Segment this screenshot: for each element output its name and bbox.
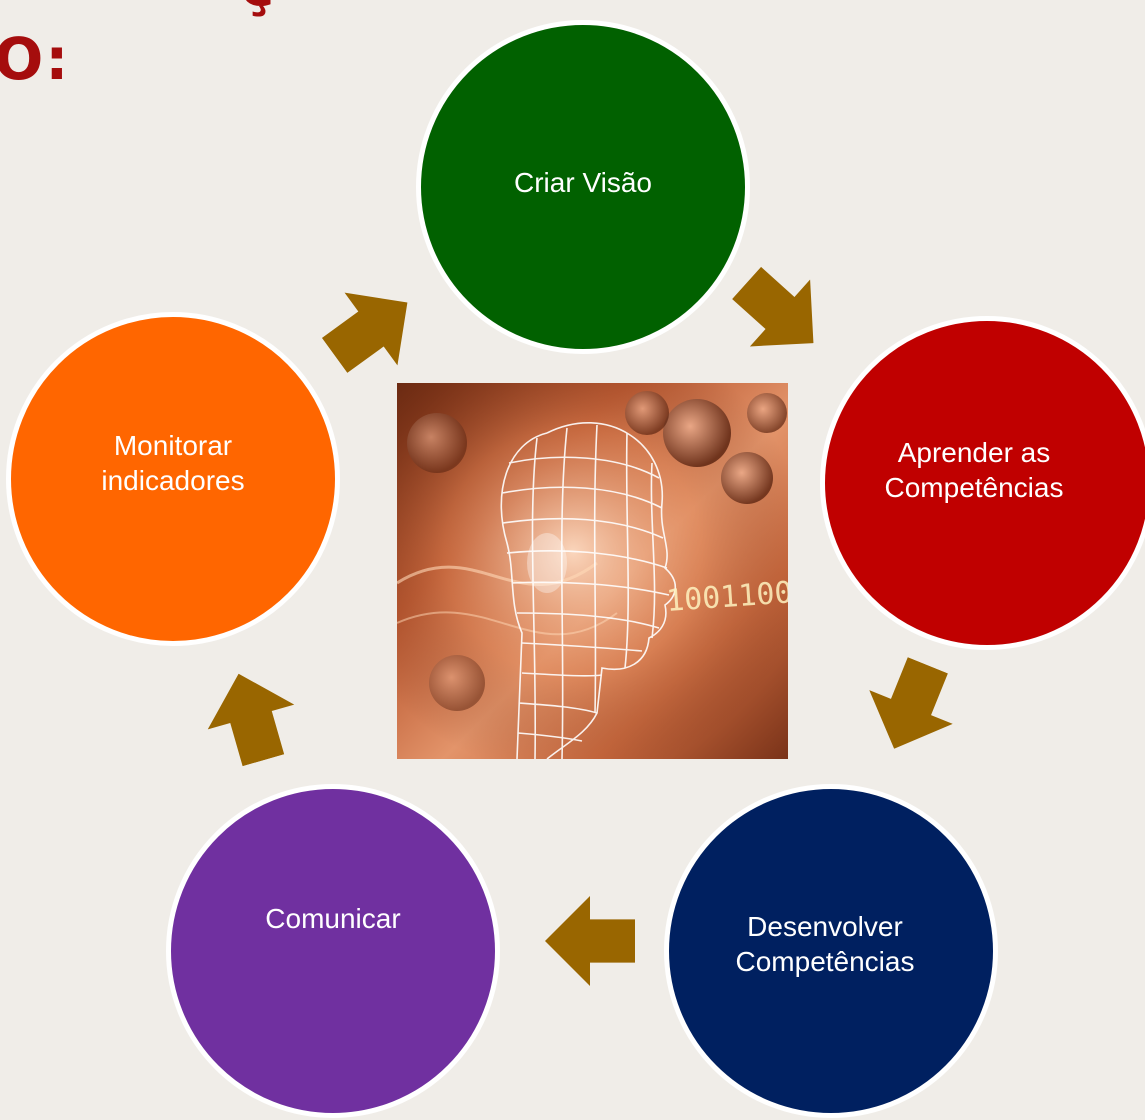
arrow-icon-aprender-to-desenvolver bbox=[852, 648, 969, 765]
step-label: Criar Visão bbox=[514, 166, 652, 198]
slide-title-fragment: O: bbox=[0, 25, 71, 93]
arrow-icon-monitorar-to-criar bbox=[308, 266, 434, 392]
arrow-icon-criar-to-aprender bbox=[716, 249, 843, 376]
step-comunicar: Comunicar bbox=[166, 784, 500, 1118]
arrow-icon-comunicar-to-monitorar bbox=[195, 661, 306, 772]
step-label: Aprender as Competências bbox=[884, 437, 1064, 503]
step-label: Desenvolver Competências bbox=[735, 911, 915, 977]
wireframe-head-image: 1001100110 bbox=[397, 383, 788, 759]
step-monitorar-indicadores: Monitorar indicadores bbox=[6, 312, 340, 646]
arrow-icon-desenvolver-to-comunicar bbox=[545, 896, 635, 986]
step-criar-visao: Criar Visão bbox=[416, 20, 750, 354]
title-accent: ç bbox=[240, 0, 274, 14]
step-label: Monitorar indicadores bbox=[101, 430, 245, 496]
step-desenvolver-competencias: Desenvolver Competências bbox=[664, 784, 998, 1118]
step-aprender-competencias: Aprender as Competências bbox=[820, 316, 1145, 650]
step-label: Comunicar bbox=[265, 902, 401, 934]
